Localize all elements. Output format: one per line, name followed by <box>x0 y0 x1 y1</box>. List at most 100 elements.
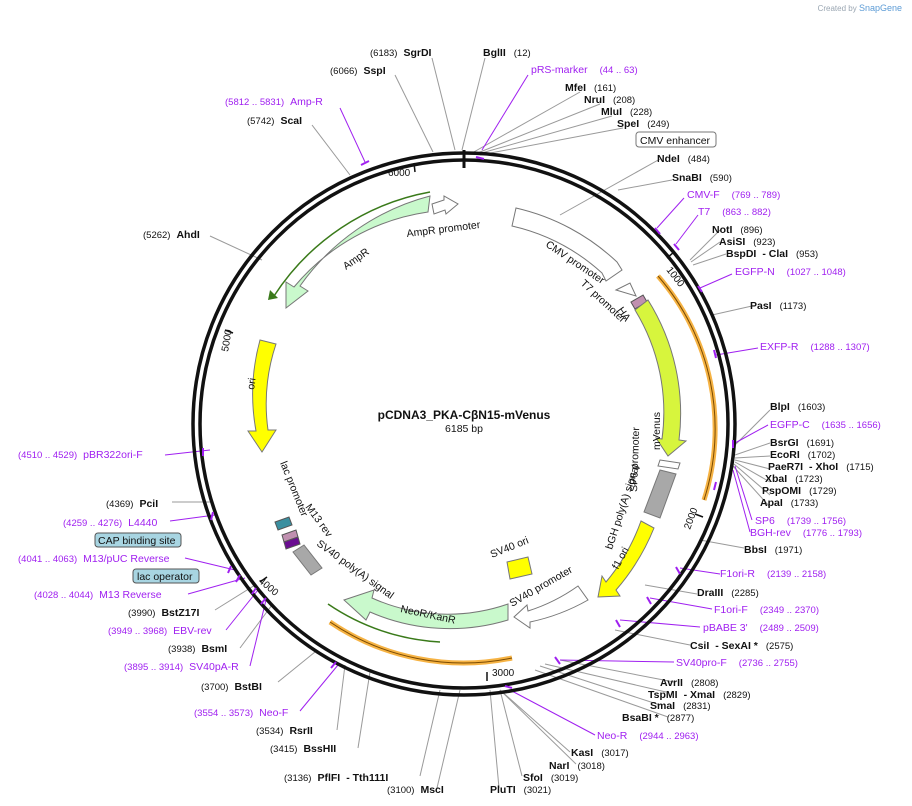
restriction-sites: (6183)SgrDI BglII(12) (6066)SspI MfeI(16… <box>106 47 874 796</box>
feature-cmv-promoter <box>511 207 623 282</box>
site-bsshii: (3415)BssHII <box>270 743 336 755</box>
primer-neo-f: (3554 .. 3573)Neo-F <box>194 707 288 719</box>
sv40-polya-label: SV40 poly(A) signal <box>314 538 396 602</box>
cmv-enhancer-label: CMV enhancer <box>640 135 711 147</box>
primer-sp6: SP6(1739 .. 1756) <box>755 515 846 527</box>
site-asisi: AsiSI(923) <box>719 236 775 248</box>
site-ndei: NdeI(484) <box>657 153 710 165</box>
site-sfoi: SfoI(3019) <box>523 772 578 784</box>
tick-marks <box>224 162 704 681</box>
feature-bgh-polya <box>643 469 677 519</box>
site-nrui: NruI(208) <box>584 94 635 106</box>
lac-operator-label: lac operator <box>137 571 193 583</box>
site-pasi: PasI(1173) <box>750 300 806 312</box>
feature-mvenus <box>634 299 688 457</box>
tick-5000: 5000 <box>220 328 235 352</box>
ampr-label: AmpR <box>341 246 372 273</box>
primer-t7: T7(863 .. 882) <box>698 206 771 218</box>
feature-neor <box>327 589 509 643</box>
feature-sv40-ori <box>506 556 533 580</box>
site-ecori: EcoRI(1702) <box>770 449 835 461</box>
site-mlui: MluI(228) <box>601 106 652 118</box>
site-blpi: BlpI(1603) <box>770 401 825 413</box>
site-snabi: SnaBI(590) <box>672 172 732 184</box>
site-rsrii: (3534)RsrII <box>256 725 313 737</box>
ori-label: ori <box>245 377 259 390</box>
feature-sv40-promoter <box>513 585 589 629</box>
feature-sv40-polya <box>292 544 323 576</box>
site-avrii: AvrII(2808) <box>660 677 718 689</box>
plasmid-name: pCDNA3_PKA-CβN15-mVenus <box>378 408 551 422</box>
site-csii-sexai: CsiI- SexAI *(2575) <box>690 640 793 652</box>
site-noti: NotI(896) <box>712 224 763 236</box>
feature-t7-promoter <box>614 282 637 297</box>
primer-prs-marker: pRS-marker(44 .. 63) <box>531 64 638 76</box>
cap-binding-site-label: CAP binding site <box>98 535 176 547</box>
primer-ebv-rev: (3949 .. 3968)EBV-rev <box>108 625 212 637</box>
site-spei: SpeI(249) <box>617 118 669 130</box>
plasmid-length: 6185 bp <box>445 423 483 435</box>
feature-lac-operator <box>274 516 293 531</box>
site-nari: NarI(3018) <box>549 760 605 772</box>
primer-l4440: (4259 .. 4276)L4440 <box>63 517 158 529</box>
cmv-enhancer-box <box>635 131 717 148</box>
site-bspdi-clai: BspDI- ClaI(953) <box>726 248 818 260</box>
site-pflfi-tth111i: (3136)PflFI- Tth111I <box>284 772 388 784</box>
primer-f1ori-f: F1ori-F(2349 .. 2370) <box>714 604 819 616</box>
sv40-ori-label: SV40 ori <box>489 535 531 561</box>
tick-2000: 2000 <box>682 506 700 531</box>
primer-m13-reverse: (4028 .. 4044)M13 Reverse <box>34 589 162 601</box>
orange-primer-arcs <box>328 274 718 666</box>
site-bstbi: (3700)BstBI <box>201 681 262 693</box>
site-pcii: (4369)PciI <box>106 498 158 510</box>
sp6-promoter-label: SP6 promoter <box>628 426 642 492</box>
site-ahdi: (5262)AhdI <box>143 229 200 241</box>
site-mfei: MfeI(161) <box>565 82 616 94</box>
site-scai: (5742)ScaI <box>247 115 302 127</box>
primer-bgh-rev: BGH-rev(1776 .. 1793) <box>750 527 862 539</box>
site-kasi: KasI(3017) <box>571 747 629 759</box>
ampr-promoter-label: AmpR promoter <box>406 219 482 240</box>
site-pluti: PluTI(3021) <box>490 784 551 796</box>
feature-ampr-promoter <box>431 195 459 215</box>
primer-sv40pa-r: (3895 .. 3914)SV40pA-R <box>124 661 239 673</box>
primer-exfp-r: EXFP-R(1288 .. 1307) <box>760 341 870 353</box>
lac-promoter-label: lac promoter <box>277 460 310 519</box>
site-pspomi: PspOMI(1729) <box>762 485 837 497</box>
primer-amp-r: (5812 .. 5831)Amp-R <box>225 96 323 108</box>
mvenus-label: mVenus <box>651 412 663 450</box>
feature-m13-rev <box>281 529 301 550</box>
site-bbsi: BbsI(1971) <box>744 544 802 556</box>
site-bstz17i: (3990)BstZ17I <box>128 607 199 619</box>
site-paer7i-xhoi: PaeR7I- XhoI(1715) <box>768 461 874 473</box>
primer-cmv-f: CMV-F(769 .. 789) <box>687 189 780 201</box>
site-smai: SmaI(2831) <box>650 700 711 712</box>
lac-operator-box <box>132 568 200 584</box>
site-apai: ApaI(1733) <box>760 497 818 509</box>
primer-m13-puc-reverse: (4041 .. 4063)M13/pUC Reverse <box>18 553 170 565</box>
site-tspmi-xmai: TspMI- XmaI(2829) <box>648 689 751 701</box>
site-xbai: XbaI(1723) <box>765 473 823 485</box>
primer-pbabe-3: pBABE 3'(2489 .. 2509) <box>703 622 819 634</box>
backbone <box>191 150 737 697</box>
site-bsrgi: BsrGI(1691) <box>770 437 834 449</box>
site-msci: (3100)MscI <box>387 784 444 796</box>
feature-ampr <box>268 191 431 310</box>
site-sspi: (6066)SspI <box>330 65 386 77</box>
snapgene-credit: Created by SnapGene <box>818 3 902 13</box>
site-bsabi: BsaBI *(2877) <box>622 712 694 724</box>
primer-markers <box>202 156 734 689</box>
site-draiii: DraIII(2285) <box>697 587 759 599</box>
tick-4000: 4000 <box>256 576 280 599</box>
credit-prefix: Created by <box>817 4 857 13</box>
site-bsmi: (3938)BsmI <box>168 643 227 655</box>
primer-neo-r: Neo-R(2944 .. 2963) <box>597 730 699 742</box>
primer-egfp-n: EGFP-N(1027 .. 1048) <box>735 266 846 278</box>
feature-f1-ori <box>597 520 655 598</box>
feature-ori <box>247 339 277 453</box>
primer-sv40pro-f: SV40pro-F(2736 .. 2755) <box>676 657 798 669</box>
primer-egfp-c: EGFP-C(1635 .. 1656) <box>770 419 881 431</box>
tick-3000: 3000 <box>492 668 515 679</box>
primer-sites: pRS-marker(44 .. 63) (5812 .. 5831)Amp-R… <box>18 64 881 742</box>
